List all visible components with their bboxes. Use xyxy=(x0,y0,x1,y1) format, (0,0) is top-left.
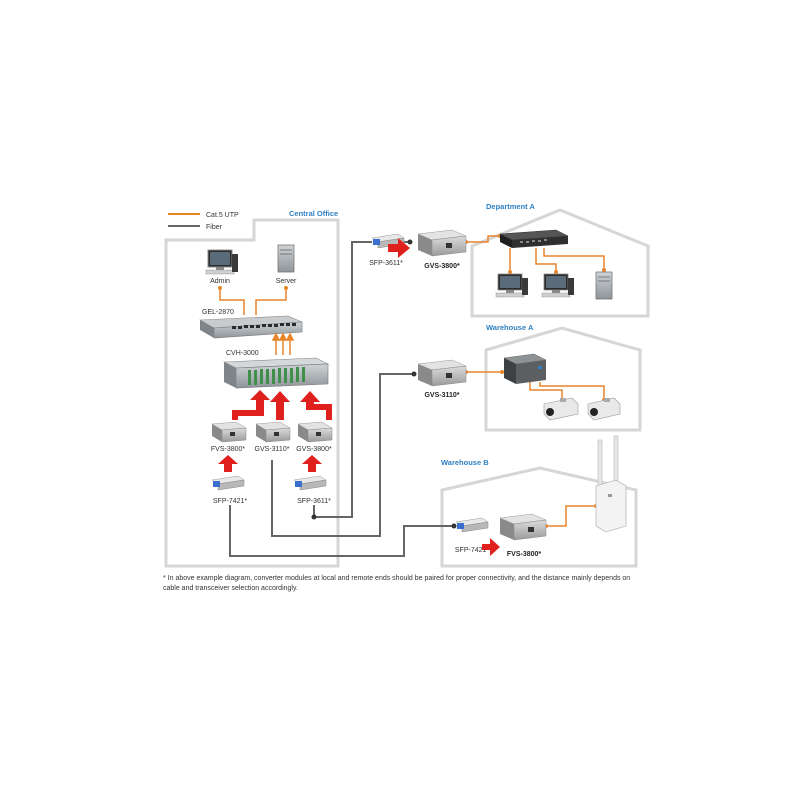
converter-module-icon xyxy=(211,421,247,443)
sfp-module-icon xyxy=(371,233,405,249)
server-icon xyxy=(595,271,613,300)
admin-label: Admin xyxy=(210,278,230,285)
red-arrow-icon xyxy=(300,391,332,420)
chassis-uplinks xyxy=(271,332,295,355)
sfp-label: SFP-7421* xyxy=(213,498,248,505)
converter-module-icon xyxy=(255,421,291,443)
fiber-legend-label: Fiber xyxy=(206,224,223,231)
sfp-module-icon xyxy=(211,475,245,491)
pc-icon xyxy=(541,273,574,298)
red-arrow-icon xyxy=(482,538,500,556)
red-arrow-icon xyxy=(388,238,410,258)
converter-label: GVS-3800* xyxy=(424,263,460,270)
fiber-dot xyxy=(451,523,457,529)
sfp-label: SFP-3611* xyxy=(297,498,331,505)
server-icon xyxy=(277,244,295,273)
utp-legend-label: Cat.5 UTP xyxy=(206,212,239,219)
central-office-title: Central Office xyxy=(289,209,338,218)
department-a-title: Department A xyxy=(486,202,535,211)
converter-label: FVS-3800* xyxy=(507,551,542,558)
cvh-chassis-icon xyxy=(222,357,330,389)
utp-server xyxy=(255,288,287,315)
switch-icon xyxy=(499,229,569,248)
utp-wa-cam2 xyxy=(539,382,605,400)
server-label: Server xyxy=(276,278,297,285)
red-arrow-icon xyxy=(232,390,270,420)
utp-links xyxy=(219,235,605,527)
warehouse-a-outline xyxy=(484,326,642,432)
fiber-link-warehouse-b xyxy=(229,505,454,557)
red-arrow-icon xyxy=(302,455,322,472)
fiber-dot xyxy=(411,371,417,377)
warehouse-b-title: Warehouse B xyxy=(441,458,489,467)
warehouse-b-outline xyxy=(440,466,638,568)
admin-pc-icon xyxy=(205,249,238,275)
fiber-dot xyxy=(311,514,317,520)
converter-module-icon xyxy=(417,359,467,387)
converter-label: GVS-3800* xyxy=(296,446,332,453)
converter-module-icon xyxy=(417,229,467,257)
poe-switch-icon xyxy=(503,353,547,384)
utp-admin xyxy=(219,288,245,315)
utp-dept-server xyxy=(543,248,605,270)
fiber-dot xyxy=(407,239,413,245)
chassis-label: CVH-3000 xyxy=(226,350,259,357)
fiber-link-top xyxy=(313,241,372,518)
department-a-outline xyxy=(470,208,650,318)
sfp-label: SFP-7421* xyxy=(455,547,490,554)
pc-icon xyxy=(495,273,528,298)
converter-label: GVS-3110* xyxy=(255,446,290,453)
converter-module-icon xyxy=(499,513,547,541)
legend: Cat.5 UTP Fiber xyxy=(168,212,239,231)
warehouse-a-title: Warehouse A xyxy=(486,323,534,332)
camera-icon xyxy=(587,397,621,421)
converter-label: GVS-3110* xyxy=(424,392,459,399)
sfp-module-icon xyxy=(455,517,489,533)
red-arrow-icon xyxy=(270,391,290,420)
red-arrow-icon xyxy=(218,455,238,472)
utp-dept-a-uplink xyxy=(466,235,500,243)
sfp-module-icon xyxy=(293,475,327,491)
central-office-outline xyxy=(164,218,340,568)
camera-icon xyxy=(543,397,579,421)
sfp-label: SFP-3611* xyxy=(369,260,403,267)
converter-module-icon xyxy=(297,421,333,443)
utp-dept-pc2 xyxy=(535,248,557,272)
fiber-link-warehouse-a xyxy=(271,373,414,537)
insert-arrows xyxy=(232,390,332,420)
converter-label: FVS-3800* xyxy=(211,446,246,453)
switch-label: GEL-2870 xyxy=(202,309,234,316)
access-point-icon xyxy=(595,435,627,533)
utp-wa-cam1 xyxy=(529,382,563,402)
footnote: * In above example diagram, converter mo… xyxy=(163,575,631,592)
utp-wb-ap xyxy=(546,505,596,527)
gel-switch-icon xyxy=(198,315,303,339)
